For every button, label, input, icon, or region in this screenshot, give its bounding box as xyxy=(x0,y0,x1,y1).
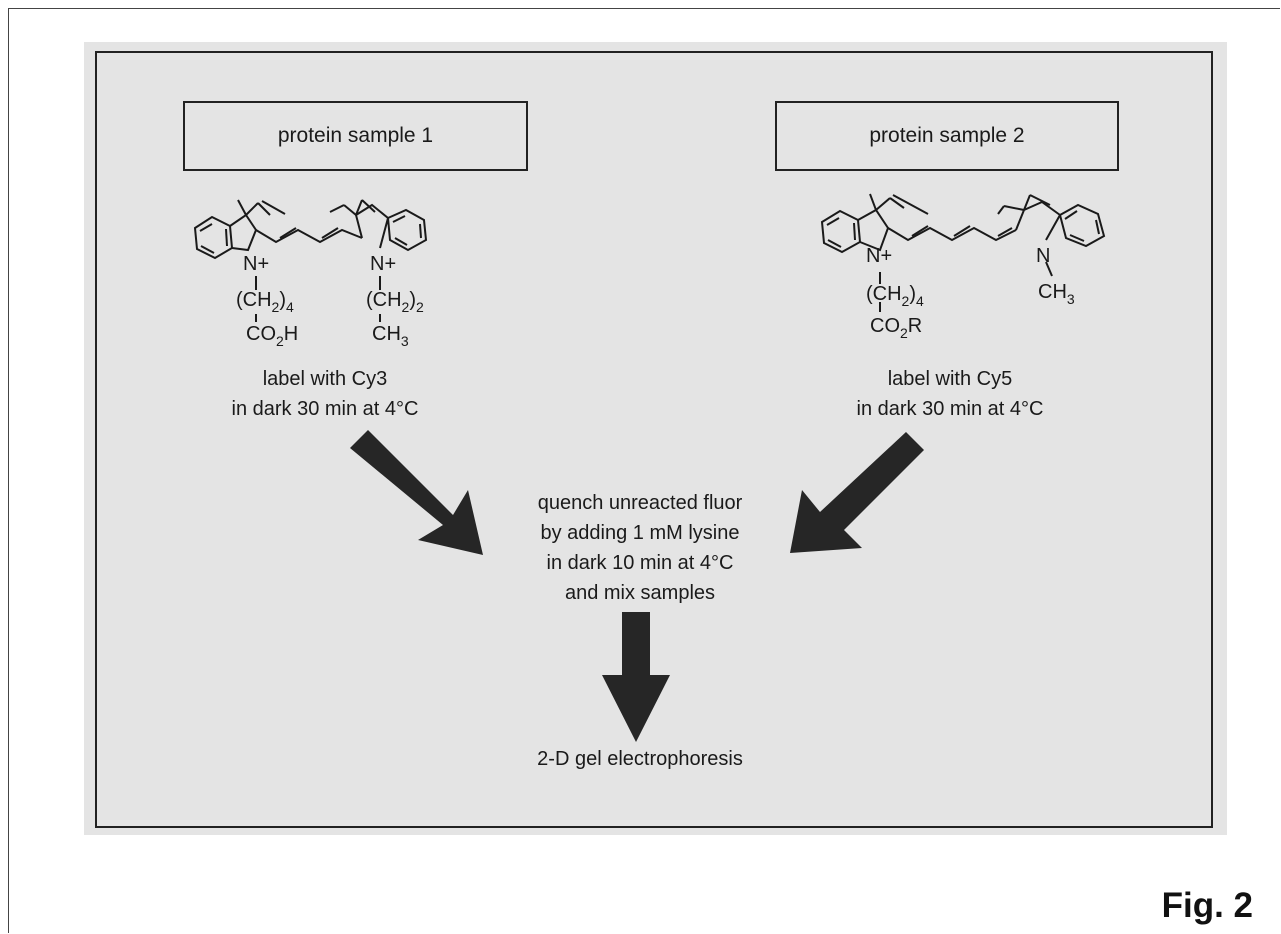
cy3-structure xyxy=(193,199,428,322)
protein-sample-2-label: protein sample 2 xyxy=(869,124,1025,147)
cy3-label-block: label with Cy3 in dark 30 min at 4°C xyxy=(180,364,470,424)
arrow-down xyxy=(602,612,670,742)
figure-label: Fig. 2 xyxy=(1161,886,1253,925)
cy3-n-plus-right: N+ xyxy=(370,253,396,275)
cy5-chain-left-1: (CH2)4 xyxy=(866,283,924,309)
cy3-label-line2: in dark 30 min at 4°C xyxy=(231,398,419,420)
cy5-label-block: label with Cy5 in dark 30 min at 4°C xyxy=(800,364,1100,424)
cy3-chain-right-2: CH3 xyxy=(372,323,409,349)
cy5-polymethine xyxy=(887,226,1017,242)
cy5-chain-left-2: CO2R xyxy=(870,315,922,341)
cy3-chain-left-2: CO2H xyxy=(246,323,298,349)
cy5-n-plus-left: N+ xyxy=(866,245,892,267)
quench-line3: in dark 10 min at 4°C xyxy=(546,552,734,574)
quench-step-block: quench unreacted fluor by adding 1 mM ly… xyxy=(485,488,795,608)
cy5-methyl: CH3 xyxy=(1038,281,1075,307)
page-frame xyxy=(8,8,1280,933)
diagram-frame xyxy=(95,51,1213,828)
cy5-n-right: N xyxy=(1036,245,1050,267)
cy3-n-plus-left: N+ xyxy=(243,253,269,275)
arrow-right-diagonal xyxy=(790,432,924,553)
cy5-right-benzene xyxy=(1058,203,1106,248)
cy3-chain-right-1: (CH2)2 xyxy=(366,289,424,315)
arrow-left-diagonal xyxy=(350,430,483,555)
cy5-structure xyxy=(820,193,1106,312)
cy3-polymethine xyxy=(255,228,363,244)
cy5-label-line1: label with Cy5 xyxy=(887,368,1013,390)
quench-line1: quench unreacted fluor xyxy=(537,492,743,514)
protein-sample-1-box: protein sample 1 xyxy=(183,101,528,171)
quench-line2: by adding 1 mM lysine xyxy=(540,522,740,544)
cy3-chain-left-1: (CH2)4 xyxy=(236,289,294,315)
cy5-label-line2: in dark 30 min at 4°C xyxy=(856,398,1044,420)
protein-sample-1-label: protein sample 1 xyxy=(277,124,434,147)
quench-line4: and mix samples xyxy=(564,582,716,604)
cy3-label-line1: label with Cy3 xyxy=(262,368,388,390)
protein-sample-2-box: protein sample 2 xyxy=(775,101,1119,171)
gel-electrophoresis-label: 2-D gel electrophoresis xyxy=(537,748,743,770)
cy3-right-benzene xyxy=(386,208,428,252)
